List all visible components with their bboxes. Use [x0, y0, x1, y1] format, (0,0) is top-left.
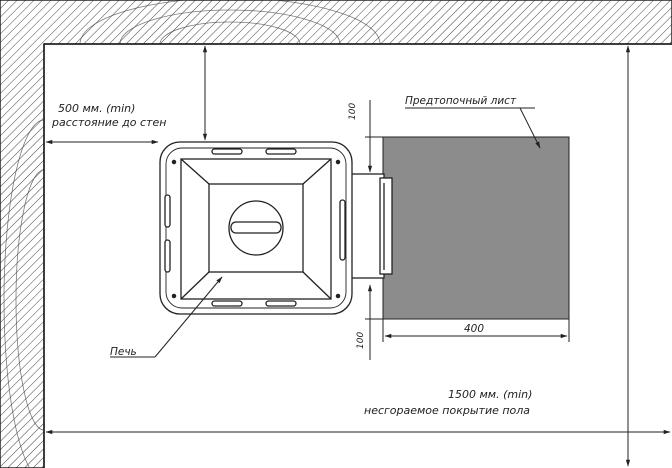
stove — [159, 141, 393, 315]
wall-distance-caption: расстояние до стен — [51, 116, 166, 129]
min-wall-distance-label: 500 мм. (min) — [58, 102, 135, 115]
pre-firebox-sheet-label: Предтопочный лист — [405, 95, 517, 107]
dimension-lines — [45, 45, 671, 467]
dim-width-label: 400 — [464, 323, 484, 335]
floor-covering-caption: несгораемое покрытие пола — [364, 404, 530, 417]
min-floor-covering-label: 1500 мм. (min) — [448, 388, 532, 401]
stove-label: Печь — [110, 346, 137, 358]
dim-bottom-label: 100 — [356, 332, 366, 349]
dim-top-label: 100 — [348, 103, 358, 120]
pre-firebox-sheet — [382, 136, 570, 320]
